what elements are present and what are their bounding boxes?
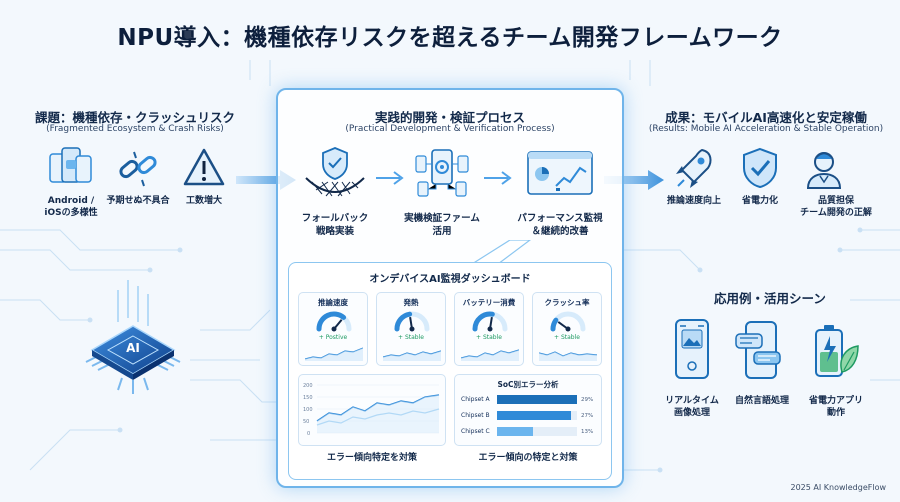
result-1-label: 推論速度向上 [666, 196, 721, 206]
y-tick: 100 [303, 407, 313, 413]
page-title: NPU導入：機種依存リスクを超えるチーム開発フレームワーク [117, 25, 783, 51]
gauge-dial [472, 311, 508, 332]
callout-pointer [471, 240, 531, 265]
phones-icon [49, 147, 92, 183]
soc-error-chart: SoC別エラー分析 Chipset A Chipset B Chipset C … [454, 374, 602, 446]
use-case-1-label-2: 画像処理 [673, 408, 710, 418]
bar-value: 27% [581, 413, 594, 419]
bar-label: Chipset C [461, 428, 490, 435]
rocket-icon [676, 148, 712, 188]
gauge-sparkline [383, 350, 441, 361]
gauge-fill [472, 311, 495, 332]
step-1-label-2: 戦略実装 [315, 226, 354, 237]
result-3-label: 品質担保 [817, 196, 854, 206]
gauge-hub [331, 326, 337, 332]
step-1-label: フォールバック [301, 213, 369, 224]
chat-phone-icon [735, 321, 781, 379]
left-item-2-label: 予期せぬ不具合 [106, 196, 170, 206]
gauge-card-battery: バッテリー消費 + Stable [454, 292, 524, 366]
image-phone-icon [675, 319, 709, 379]
left-item-1-label: Android / [47, 196, 95, 206]
footer-credit: 2025 AI KnowledgeFlow [790, 483, 886, 492]
bar-chart-title: SoC別エラー分析 [497, 380, 559, 389]
shield-net-icon [305, 147, 365, 197]
left-item-3-label: 工数増大 [185, 196, 222, 206]
bar-fill [497, 427, 533, 436]
gauge-status: + Stable [398, 334, 424, 341]
use-cases-title: 応用例・活用シーン [714, 291, 826, 306]
arrow-center-to-right [604, 170, 664, 190]
left-section-title: 課題：機種依存・クラッシュリスク [34, 110, 235, 125]
gauge-hub [487, 326, 493, 332]
gauge-card-speed: 推論速度 + Postive [298, 292, 368, 366]
right-section-title: 成果：モバイルAI高速化と安定稼働 [665, 110, 867, 125]
bar-chart-caption: エラー傾向の特定と対策 [478, 453, 578, 463]
ai-chip-icon [85, 325, 181, 394]
left-section-subtitle: (Fragmented Ecosystem & Crash Risks) [46, 124, 224, 134]
step-arrow-1 [376, 171, 404, 185]
battery-leaf-icon [815, 325, 859, 377]
device-farm-icon [415, 149, 469, 197]
bar-fill [497, 395, 577, 404]
chip-label: AI [126, 341, 140, 355]
left-item-1-label-2: iOSの多様性 [44, 208, 98, 218]
gauge-hub [409, 326, 415, 332]
center-section-subtitle: (Practical Development & Verification Pr… [345, 124, 555, 134]
gauge-label: 推論速度 [318, 298, 348, 307]
gauge-fill [394, 311, 413, 332]
step-arrow-2 [484, 171, 512, 185]
use-case-3-label-2: 動作 [826, 408, 845, 418]
step-3-label-2: ＆継続的改善 [531, 226, 589, 237]
gauge-dial [394, 311, 430, 332]
bar-fill [497, 411, 572, 420]
error-trend-chart: 200 150 100 50 0 [298, 374, 446, 446]
step-3-label: パフォーマンス監視 [517, 213, 603, 224]
y-tick: 50 [303, 419, 309, 425]
gauge-label: クラッシュ率 [544, 298, 590, 307]
gauge-status: + Stable [554, 334, 580, 341]
center-section-title: 実践的開発・検証プロセス [374, 110, 525, 125]
shield-check-icon [743, 147, 777, 189]
broken-link-icon [119, 151, 157, 187]
gauge-label: 発熱 [403, 298, 419, 307]
bar-value: 13% [581, 429, 594, 435]
gauge-dial [550, 311, 586, 332]
monitor-chart-icon [527, 151, 593, 195]
y-tick: 0 [307, 431, 310, 437]
result-2-label: 省電力化 [741, 196, 778, 206]
gauge-sparkline [305, 347, 363, 361]
step-2-label-2: 活用 [432, 226, 452, 237]
bar-track [497, 395, 577, 404]
gauge-fill [550, 317, 559, 332]
gauge-status: + Postive [318, 334, 348, 341]
gauge-sparkline [539, 351, 597, 361]
line-chart-caption: エラー傾向特定を対策 [326, 453, 417, 463]
engineer-icon [806, 152, 842, 189]
use-case-2-label: 自然言語処理 [734, 396, 789, 406]
warning-icon [183, 148, 225, 186]
gauge-label: バッテリー消費 [462, 298, 516, 307]
y-tick: 200 [303, 383, 313, 389]
y-tick: 150 [303, 395, 313, 401]
gauge-status: + Stable [476, 334, 502, 341]
bar-track [497, 427, 577, 436]
use-case-1-label: リアルタイム [665, 396, 719, 406]
bar-label: Chipset B [461, 412, 490, 419]
gauge-dial [316, 311, 352, 332]
gauge-sparkline [461, 349, 519, 361]
gauge-fill [316, 311, 347, 332]
dashboard-title: オンデバイスAI監視ダッシュボード [369, 274, 531, 285]
gauge-card-heat: 発熱 + Stable [376, 292, 446, 366]
trend-lines: 200 150 100 50 0 [303, 383, 440, 437]
use-case-3-label: 省電力アプリ [808, 396, 863, 406]
bar-track [497, 411, 577, 420]
step-2-label: 実機検証ファーム [404, 213, 480, 224]
bar-value: 29% [581, 397, 594, 403]
bar-label: Chipset A [461, 396, 490, 403]
gauge-hub [565, 326, 571, 332]
result-3-label-2: チーム開発の正解 [800, 208, 872, 218]
right-section-subtitle: (Results: Mobile AI Acceleration & Stabl… [648, 124, 884, 134]
gauge-card-crash: クラッシュ率 + Stable [532, 292, 602, 366]
